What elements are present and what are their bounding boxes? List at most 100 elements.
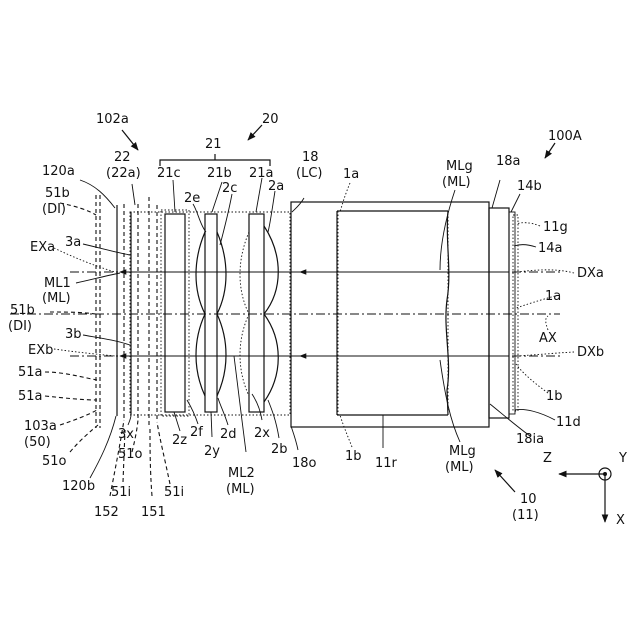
label-1a-right: 1a [545,289,561,304]
leader-20 [248,125,262,140]
label-11: (11) [512,508,539,523]
label-20: 20 [262,112,279,127]
leader-2y [211,412,212,437]
label-DXb: DXb [577,345,604,360]
label-51o-mid: 51o [118,447,143,462]
leader-10 [495,470,515,492]
label-LC: (LC) [296,166,322,181]
label-14b: 14b [517,179,542,194]
axis-y-symbol-dot [603,472,607,476]
label-21b: 21b [207,166,232,181]
leader-ML1 [76,273,120,283]
label-51i-2: 51i [164,485,184,500]
label-22a: (22a) [106,166,141,181]
label-51o-left: 51o [42,454,67,469]
label-14a: 14a [538,241,563,256]
label-18a: 18a [496,154,521,169]
leader-1b-bot [340,415,352,447]
label-EXb: EXb [28,343,53,358]
lens-21b-surface-upper [196,232,205,314]
label-51b-top: 51b [45,186,70,201]
label-MLg-bot: MLg [449,444,476,459]
label-18ia: 18ia [516,432,544,447]
leader-151 [150,428,152,496]
label-AX: AX [539,331,557,346]
label-MLg-top: MLg [446,159,473,174]
leader-DXb [516,352,574,356]
label-51b-mid: 51b [10,303,35,318]
leader-EXa [54,248,115,272]
leader-100A [545,143,555,158]
lens-21b-surface-lower-r [217,314,226,396]
lens-21a-surface-upper [264,226,278,314]
label-1b-right: 1b [546,389,563,404]
label-2z: 2z [172,433,187,448]
label-21c: 21c [157,166,181,181]
lens-21c [165,214,185,412]
leader-51i-right [157,422,170,484]
leader-103a [60,410,97,425]
leader-21b [212,182,222,212]
leader-LC [292,198,304,212]
label-51a-2: 51a [18,389,43,404]
leader-2a [268,191,275,232]
leader-MLg-bot [440,360,460,442]
leader-2c [220,194,232,245]
leader-51o-left [70,425,98,452]
leader-22 [132,184,135,205]
label-1b-bot: 1b [345,449,362,464]
leader-11g [516,223,540,226]
lens-21a-surface-lower [264,314,278,402]
label-ML-top: (ML) [442,175,471,190]
part-14a [509,212,515,414]
label-22: 22 [114,150,131,165]
label-ML2sub: (ML) [226,482,255,497]
label-152: 152 [94,505,119,520]
leader-2x [252,394,262,420]
label-11d: 11d [556,415,581,430]
leader-51a-2 [45,396,97,400]
label-3a: 3a [65,235,81,250]
label-2d: 2d [220,427,237,442]
label-51a-1: 51a [18,365,43,380]
leader-21c [173,180,175,212]
label-2e: 2e [184,191,200,206]
leader-2f [187,400,198,424]
leader-EXb [54,349,115,356]
leader-51a-1 [45,372,97,380]
label-DI-top: (DI) [42,202,66,217]
label-11r: 11r [375,456,398,471]
brace-21 [160,154,270,166]
label-11g: 11g [543,220,568,235]
leader-18a [492,180,500,208]
label-51i-1: 51i [111,485,131,500]
label-151: 151 [141,505,166,520]
label-2b: 2b [271,442,288,457]
leader-11d [515,409,555,420]
label-ML1: ML1 [44,276,71,291]
part-18a [489,208,509,418]
label-DI-mid: (DI) [8,319,32,334]
lens-21b-surface-upper-r [217,232,226,314]
lens-21a-inner-lower [240,314,249,396]
leader-DXa [516,270,574,273]
label-100A: 100A [548,129,582,144]
label-ML2: ML2 [228,466,255,481]
panel-11r [338,211,448,415]
label-120b: 120b [62,479,95,494]
label-18o: 18o [292,456,317,471]
leader-120a [80,180,115,208]
label-103a: 103a [24,419,57,434]
label-Z: Z [543,451,552,466]
label-2f: 2f [190,425,203,440]
leader-14b [511,194,520,212]
label-3b: 3b [65,327,82,342]
label-X: X [616,513,625,528]
label-50: (50) [24,435,51,450]
leader-3x [128,415,131,425]
lens-21b [205,214,217,412]
leader-102a [122,130,138,150]
label-3x: 3x [118,427,134,442]
